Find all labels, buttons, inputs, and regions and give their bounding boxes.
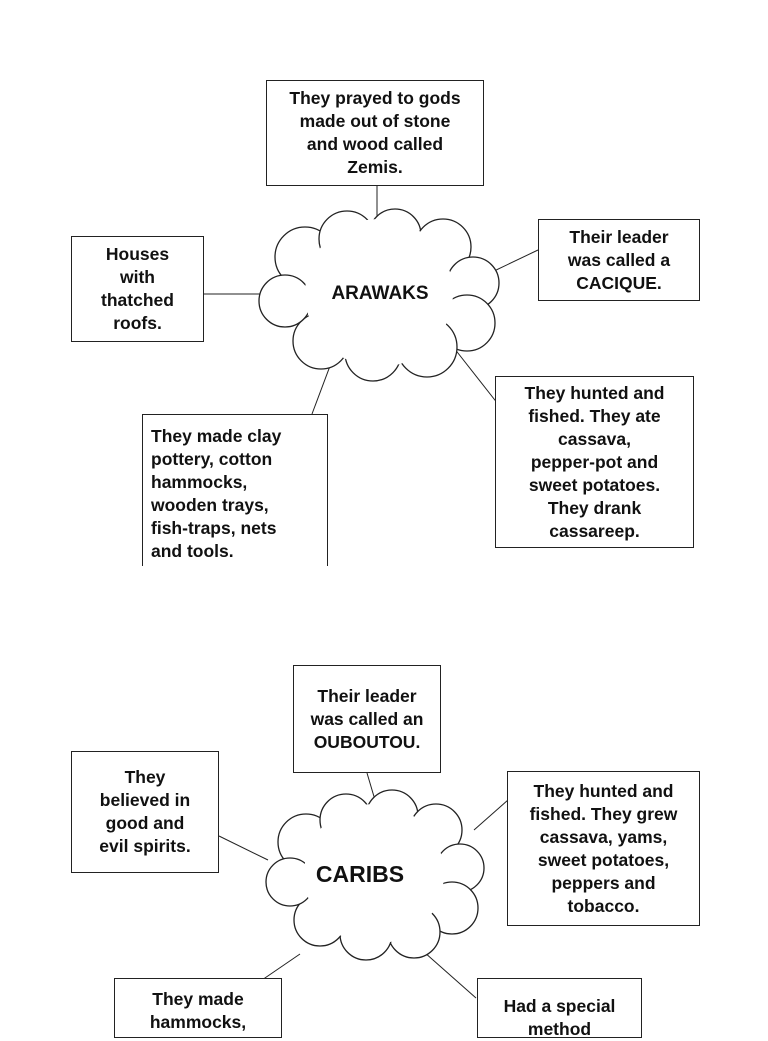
box-line: They <box>124 767 166 787</box>
box-line: pepper-pot and <box>530 451 659 472</box>
box-line: Houses <box>105 244 170 264</box>
box-line: OUBOUTOU. <box>313 731 421 752</box>
caribs-connector-crafts <box>261 953 301 981</box>
box-line: fished. They ate <box>528 405 661 426</box>
box-line: They drank <box>547 497 642 518</box>
caribs-food-box: They hunted and fished. They grew cassav… <box>507 771 700 926</box>
box-line: fished. They grew <box>529 803 678 824</box>
caribs-connector-spirits <box>218 835 269 861</box>
box-line: sweet potatoes, <box>537 849 670 870</box>
arawaks-connector-leader <box>491 249 539 273</box>
box-line: made out of stone <box>299 111 451 131</box>
box-line: They prayed to gods <box>289 88 461 108</box>
box-line: They made clay <box>151 426 282 446</box>
box-line: hammocks, <box>151 472 248 492</box>
caribs-spirits-box: They believed in good and evil spirits. <box>71 751 219 873</box>
arawaks-connector-food <box>453 347 499 405</box>
box-line: They hunted and <box>533 780 674 801</box>
caribs-title: CARIBS <box>315 861 405 887</box>
box-line: cassava, yams, <box>539 826 668 847</box>
box-line: was called a <box>567 249 671 270</box>
box-line: and tools. <box>151 541 234 561</box>
box-line: Their leader <box>317 685 417 706</box>
box-line: with <box>120 267 155 287</box>
box-line: Had a special <box>503 996 616 1016</box>
box-line: believed in <box>99 790 191 810</box>
caribs-crafts-box: They made hammocks, <box>114 978 282 1038</box>
box-line: fish-traps, nets <box>151 518 277 538</box>
box-line: evil spirits. <box>99 836 191 856</box>
box-line: cassareep. <box>549 520 640 541</box>
box-line: Zemis. <box>347 157 403 177</box>
box-line: sweet potatoes. <box>528 474 661 495</box>
caribs-connector-food <box>473 799 509 831</box>
box-line: tobacco. <box>567 895 640 916</box>
arawaks-cloud-shape <box>258 208 500 382</box>
box-line: pottery, cotton <box>151 449 273 469</box>
caribs-special-box: Had a special method <box>477 978 642 1039</box>
box-line: hammocks, <box>149 1012 247 1032</box>
caribs-connector-special <box>423 951 477 999</box>
box-line: peppers and <box>551 872 656 893</box>
arawaks-leader-box: Their leader was called a CACIQUE. <box>538 219 700 301</box>
box-line: good and <box>105 813 185 833</box>
box-line: CACIQUE. <box>576 272 662 293</box>
caribs-cloud-shape <box>265 789 485 961</box>
box-line: Their leader <box>569 226 669 247</box>
box-line: and wood called <box>306 134 444 154</box>
arawaks-connector-crafts <box>311 365 331 415</box>
box-line: cassava, <box>558 428 631 449</box>
arawaks-title: ARAWAKS <box>331 283 429 304</box>
arawaks-food-box: They hunted and fished. They ate cassava… <box>495 376 694 548</box>
box-line: They hunted and <box>524 382 665 403</box>
caribs-connector-leader <box>366 772 376 801</box>
arawaks-crafts-box: They made clay pottery, cotton hammocks,… <box>142 414 328 566</box>
caribs-leader-box: Their leader was called an OUBOUTOU. <box>293 665 441 773</box>
box-line: roofs. <box>113 313 162 333</box>
box-line: method <box>527 1019 592 1039</box>
arawaks-gods-box: They prayed to gods made out of stone an… <box>266 80 484 186</box>
box-line: wooden trays, <box>151 495 269 515</box>
box-line: was called an <box>310 708 424 729</box>
box-line: thatched <box>101 290 174 310</box>
box-line: They made <box>152 989 244 1009</box>
arawaks-houses-box: Houses with thatched roofs. <box>71 236 204 342</box>
